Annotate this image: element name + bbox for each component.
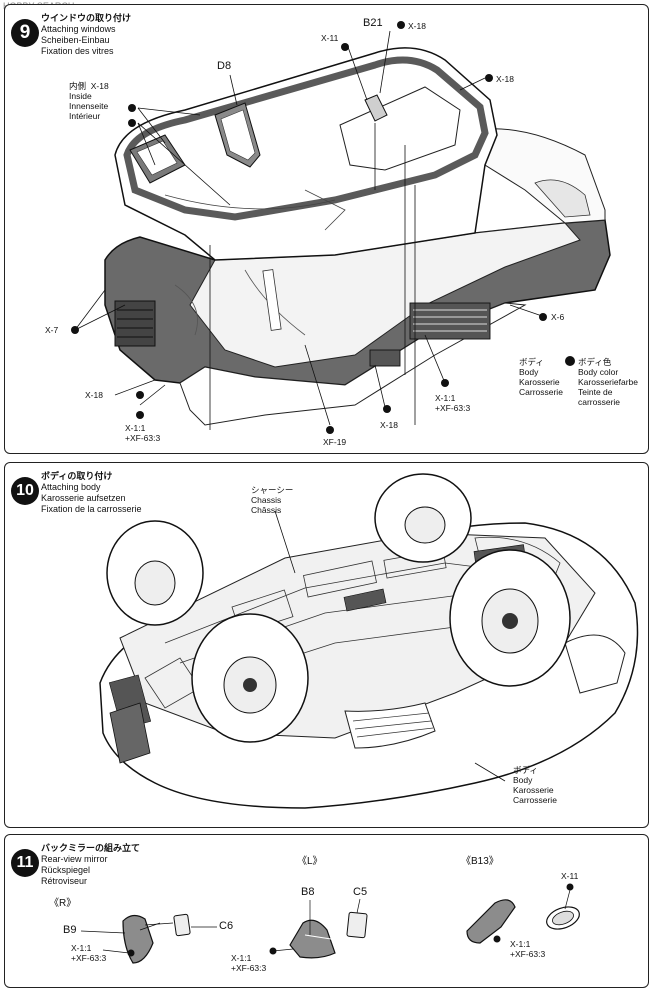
paint-x18-right: X-18 xyxy=(496,74,514,84)
title-jp: ボディの取り付け xyxy=(41,471,113,481)
step-number: 11 xyxy=(11,849,39,877)
inside-note: 内側 X-18 Inside Innenseite Intérieur xyxy=(69,81,109,121)
paint-x18-left: X-18 xyxy=(85,390,103,400)
mix-l: X-1:1 +XF-63:3 xyxy=(231,953,266,973)
variant-r-label: 《R》 xyxy=(49,898,77,909)
title-jp: ウインドウの取り付け xyxy=(41,13,132,23)
body-color-legend: ボディ色 Body color Karosseriefarbe Teinte d… xyxy=(578,357,638,407)
mix-b13-1: X-1:1 xyxy=(510,939,531,949)
mix-right-1: X-1:1 xyxy=(435,393,456,403)
color-de: Karosseriefarbe xyxy=(578,377,639,387)
chassis-jp: シャーシー xyxy=(251,485,294,495)
mirror-r-housing xyxy=(122,914,154,964)
body-jp: ボディ xyxy=(519,357,544,367)
paint-x11: X-11 xyxy=(561,871,579,881)
body-jp: ボディ xyxy=(513,765,538,775)
mix-b13-2: +XF-63:3 xyxy=(510,949,546,959)
step-11-panel: 11 バックミラーの組み立て Rear-view mirror Rückspie… xyxy=(4,834,649,988)
color-fr-1: Teinte de xyxy=(578,387,613,397)
mirror-l-housing xyxy=(289,919,336,959)
part-c5-label: C5 xyxy=(353,886,368,898)
chassis-fr: Châssis xyxy=(251,505,282,515)
part-b21-label: B21 xyxy=(363,17,383,29)
body-en: Body xyxy=(519,367,539,377)
body-en: Body xyxy=(513,775,533,785)
title-de: Rückspiegel xyxy=(41,865,91,875)
mix-l-2: +XF-63:3 xyxy=(231,963,267,973)
mix-left-1: X-1:1 xyxy=(125,423,146,433)
mix-right: X-1:1 +XF-63:3 xyxy=(435,393,470,413)
mix-right-2: +XF-63:3 xyxy=(435,403,471,413)
title-en: Attaching body xyxy=(41,482,101,492)
part-b9-label: B9 xyxy=(63,924,77,936)
step-11-title: バックミラーの組み立て Rear-view mirror Rückspiegel… xyxy=(41,843,140,887)
step-11-illustration xyxy=(80,883,580,964)
body-fr: Carrosserie xyxy=(513,795,557,805)
step-10-title: ボディの取り付け Attaching body Karosserie aufse… xyxy=(41,471,142,515)
step-10-panel: 10 ボディの取り付け Attaching body Karosserie au… xyxy=(4,462,649,828)
mix-l-1: X-1:1 xyxy=(231,953,252,963)
step-9-illustration xyxy=(71,21,611,434)
step-9-panel: 9 ウインドウの取り付け Attaching windows Scheiben-… xyxy=(4,4,649,454)
inside-fr: Intérieur xyxy=(69,111,101,121)
title-de: Karosserie aufsetzen xyxy=(41,493,126,503)
step-number: 9 xyxy=(11,19,39,47)
mix-r: X-1:1 +XF-63:3 xyxy=(71,943,106,963)
title-de: Scheiben-Einbau xyxy=(41,35,110,45)
variant-l-label: 《L》 xyxy=(297,856,323,867)
paint-x18-bottom: X-18 xyxy=(380,420,398,430)
body-de: Karosserie xyxy=(519,377,560,387)
mix-b13: X-1:1 +XF-63:3 xyxy=(510,939,545,959)
title-fr: Fixation des vitres xyxy=(41,46,114,56)
paint-x6: X-6 xyxy=(551,312,565,322)
mix-r-2: +XF-63:3 xyxy=(71,953,107,963)
inside-de: Innenseite xyxy=(69,101,109,111)
body-label: ボディ Body Karosserie Carrosserie xyxy=(513,765,557,805)
color-en: Body color xyxy=(578,367,619,377)
part-c6-label: C6 xyxy=(219,920,234,932)
title-en: Attaching windows xyxy=(41,24,116,34)
paint-x18-top: X-18 xyxy=(408,21,426,31)
inside-en: Inside xyxy=(69,91,92,101)
step-number: 10 xyxy=(11,477,39,505)
part-d8-label: D8 xyxy=(217,60,232,72)
chassis-label: シャーシー Chassis Châssis xyxy=(251,485,293,515)
body-de: Karosserie xyxy=(513,785,554,795)
body-fr: Carrosserie xyxy=(519,387,563,397)
chassis-en: Chassis xyxy=(251,495,282,505)
variant-b13-label: 《B13》 xyxy=(461,856,499,867)
inside-jp: 内側 xyxy=(69,81,87,91)
color-fr-2: carrosserie xyxy=(578,397,621,407)
step-9-title: ウインドウの取り付け Attaching windows Scheiben-Ei… xyxy=(41,13,131,57)
mirror-b13-housing xyxy=(466,899,516,944)
title-fr: Fixation de la carrosserie xyxy=(41,504,142,514)
paint-xf19: XF-19 xyxy=(323,437,347,447)
inside-x18: X-18 xyxy=(90,81,109,91)
title-en: Rear-view mirror xyxy=(41,854,108,864)
mix-left-2: +XF-63:3 xyxy=(125,433,161,443)
color-jp: ボディ色 xyxy=(578,357,612,367)
mix-left: X-1:1 +XF-63:3 xyxy=(125,423,160,443)
paint-x7: X-7 xyxy=(45,325,59,335)
body-legend: ボディ Body Karosserie Carrosserie xyxy=(519,357,563,397)
step-10-illustration xyxy=(99,473,639,809)
title-jp: バックミラーの組み立て xyxy=(41,843,141,853)
paint-x11: X-11 xyxy=(321,33,339,43)
part-b8-label: B8 xyxy=(301,886,315,898)
mix-r-1: X-1:1 xyxy=(71,943,92,953)
title-fr: Rétroviseur xyxy=(41,876,88,886)
